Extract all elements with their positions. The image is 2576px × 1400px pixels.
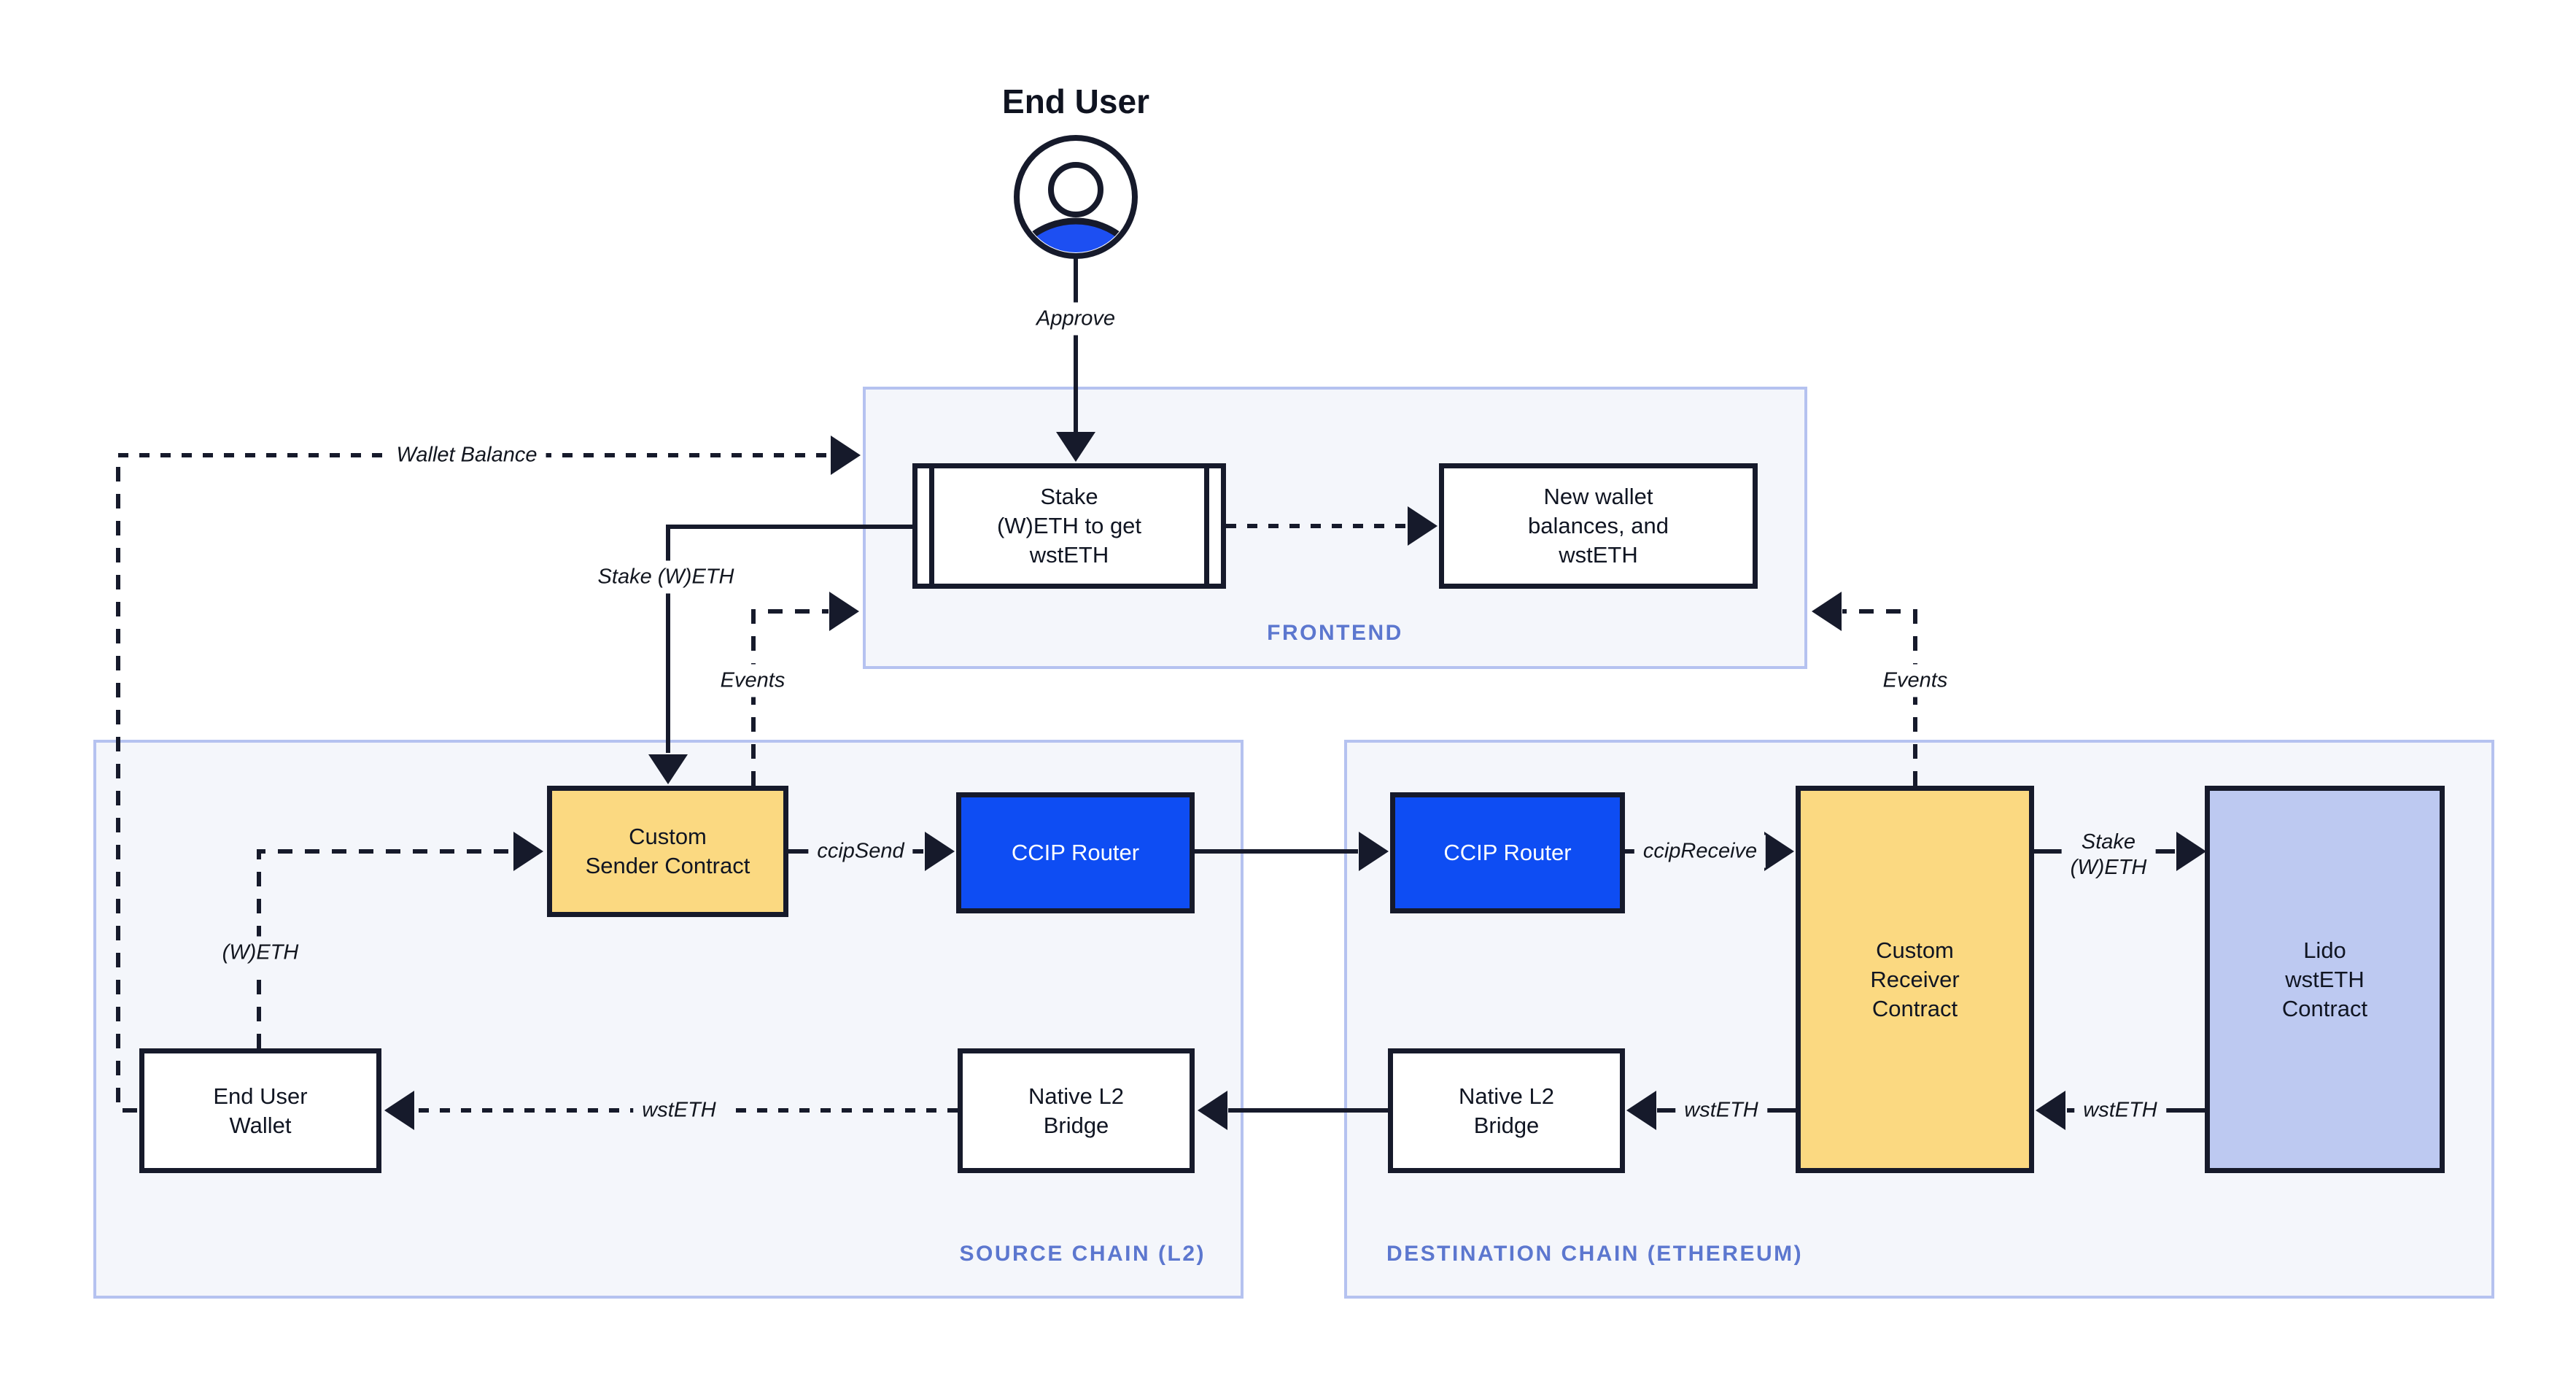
zone-destination-chain-label: DESTINATION CHAIN (ETHEREUM) xyxy=(1386,1242,1804,1266)
weth-arrow xyxy=(257,832,543,1048)
label-wallet-balance: Wallet Balance xyxy=(387,438,546,472)
node-stake-action: Stake (W)ETH to get wstETH xyxy=(912,463,1226,589)
label-events-right: Events xyxy=(1874,664,1957,697)
approve-arrow xyxy=(1056,258,1095,462)
router-to-router-arrow xyxy=(1195,832,1389,871)
events-right-arrow xyxy=(1812,592,1917,786)
wsteth-to-wallet-arrow xyxy=(384,1091,958,1130)
end-user-title: End User xyxy=(1002,82,1149,120)
node-custom-sender-contract: Custom Sender Contract xyxy=(547,786,788,917)
events-left-arrow xyxy=(751,592,859,786)
label-weth: (W)ETH xyxy=(213,936,308,970)
node-new-wallet-balances: New wallet balances, and wstETH xyxy=(1439,463,1758,589)
zone-frontend-label: FRONTEND xyxy=(1267,621,1403,645)
node-ccip-router-dest: CCIP Router xyxy=(1390,792,1625,913)
stake-to-balances-arrow xyxy=(1226,506,1438,546)
node-native-l2-bridge-dest: Native L2 Bridge xyxy=(1388,1048,1625,1173)
label-wsteth-to-wallet: wstETH xyxy=(633,1094,725,1127)
person-icon xyxy=(1014,135,1138,259)
node-ccip-router-source: CCIP Router xyxy=(956,792,1195,913)
label-approve: Approve xyxy=(1027,302,1125,336)
label-stake-weth: Stake (W)ETH xyxy=(589,560,743,594)
node-custom-receiver-contract: Custom Receiver Contract xyxy=(1796,786,2034,1173)
label-wsteth-from-lido: wstETH xyxy=(2074,1094,2166,1127)
label-ccip-receive: ccipReceive xyxy=(1634,835,1766,868)
label-stake-weth-dest: Stake (W)ETH xyxy=(2061,825,2156,885)
zone-source-chain-label: SOURCE CHAIN (L2) xyxy=(959,1242,1206,1266)
node-lido-wsteth-contract: Lido wstETH Contract xyxy=(2205,786,2445,1173)
node-native-l2-bridge-source: Native L2 Bridge xyxy=(958,1048,1195,1173)
stake-weth-arrow xyxy=(648,525,912,784)
wallet-balance-arrow xyxy=(116,436,861,1113)
label-wsteth-to-bridge: wstETH xyxy=(1675,1094,1767,1127)
label-events-left: Events xyxy=(711,664,794,697)
node-end-user-wallet: End User Wallet xyxy=(139,1048,381,1173)
bridge-to-bridge-arrow xyxy=(1198,1091,1388,1130)
label-ccip-send: ccipSend xyxy=(808,835,913,868)
